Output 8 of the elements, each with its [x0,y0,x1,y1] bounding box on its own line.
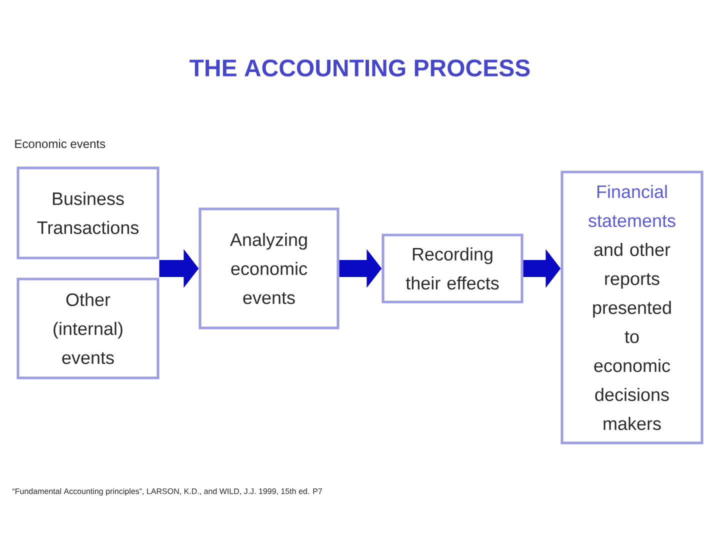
process-box: Recording their effects [382,234,524,304]
process-box: Business Transactions [16,166,160,260]
process-box: Financial statements and other reports presented to economic decisions makers [560,170,704,444]
section-label: Economic events [15,139,106,148]
process-box: Analyzing economic events [198,208,340,330]
source-note: “Fundamental Accounting principles”, LARSON, K.D., and WILD, J.J. 1999, 15th ed. P7 [12,488,322,496]
process-box: Other (internal) events [16,278,160,380]
title: THE ACCOUNTING PROCESS [190,60,530,76]
